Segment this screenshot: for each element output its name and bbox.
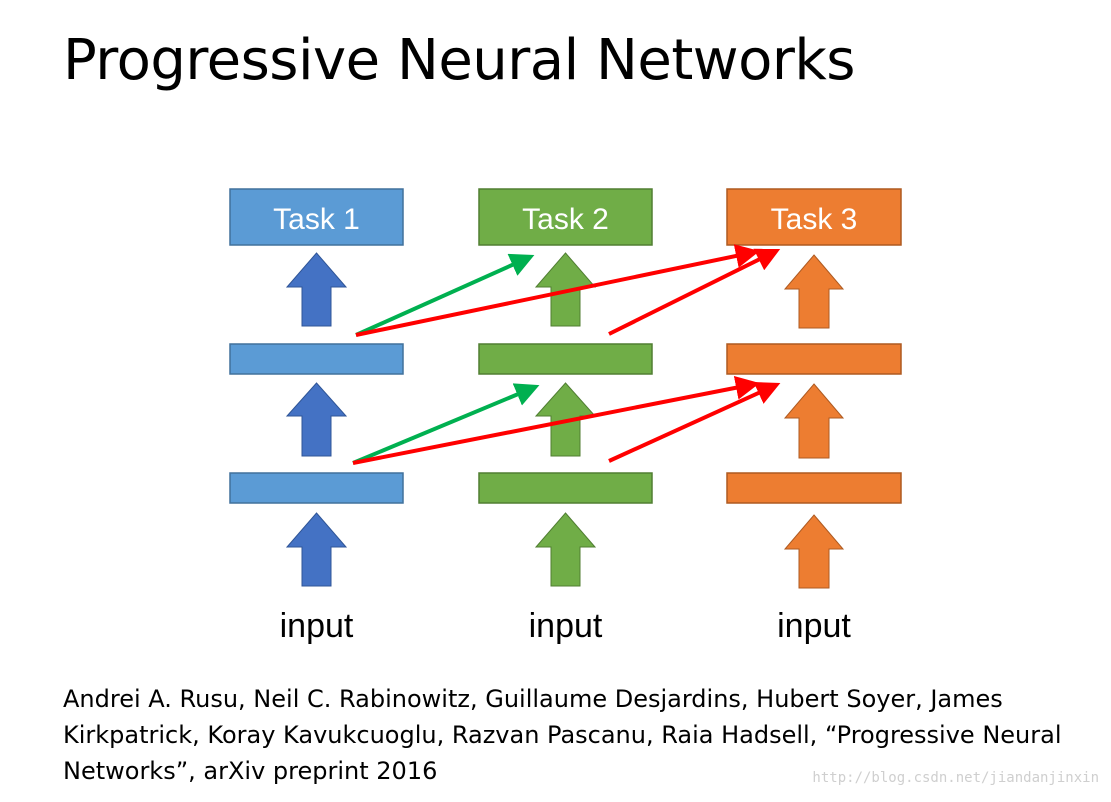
lateral-arrow-green-lower [352, 383, 540, 465]
task-3-hidden-layer-1 [726, 472, 902, 504]
lateral-connections [352, 244, 781, 465]
lateral-arrow-red-lower-long [352, 375, 760, 465]
task-2-box [478, 188, 653, 246]
column-task-1: Task 1 input [229, 188, 404, 645]
lateral-arrow-red-upper-long [355, 244, 760, 337]
task-2-hidden-layer-2 [478, 343, 653, 375]
task-2-arrow-up-icon-input [534, 512, 597, 587]
task-3-box [726, 188, 902, 246]
task-1-arrow-up-icon-input [285, 512, 348, 587]
task-3-arrow-up-icon-input [783, 514, 845, 589]
lateral-arrow-green-upper [355, 253, 535, 337]
task-1-arrow-up-icon-top [285, 252, 348, 327]
task-1-input-label: input [280, 607, 354, 645]
task-3-hidden-layer-2 [726, 343, 902, 375]
task-3-arrow-up-icon-top [783, 254, 845, 329]
task-3-arrow-up-icon-mid [783, 383, 845, 459]
lateral-arrow-red-upper-short [608, 248, 781, 336]
task-1-hidden-layer-1 [229, 472, 404, 504]
slide-title: Progressive Neural Networks [63, 28, 855, 93]
task-1-box [229, 188, 404, 246]
lateral-arrow-red-lower-short [608, 382, 781, 463]
citation: Andrei A. Rusu, Neil C. Rabinowitz, Guil… [63, 685, 1062, 785]
task-2-hidden-layer-1 [478, 472, 653, 504]
column-task-3: Task 3 input [726, 188, 902, 645]
task-3-input-label: input [777, 607, 851, 645]
column-task-2: Task 2 input [478, 188, 653, 645]
task-1-arrow-up-icon-mid [285, 382, 348, 457]
watermark: http://blog.csdn.net/jiandanjinxin [812, 770, 1099, 786]
task-1-label: Task 1 [273, 203, 360, 236]
task-2-label: Task 2 [522, 203, 609, 236]
task-1-hidden-layer-2 [229, 343, 404, 375]
task-3-label: Task 3 [771, 203, 858, 236]
task-2-input-label: input [529, 607, 603, 645]
